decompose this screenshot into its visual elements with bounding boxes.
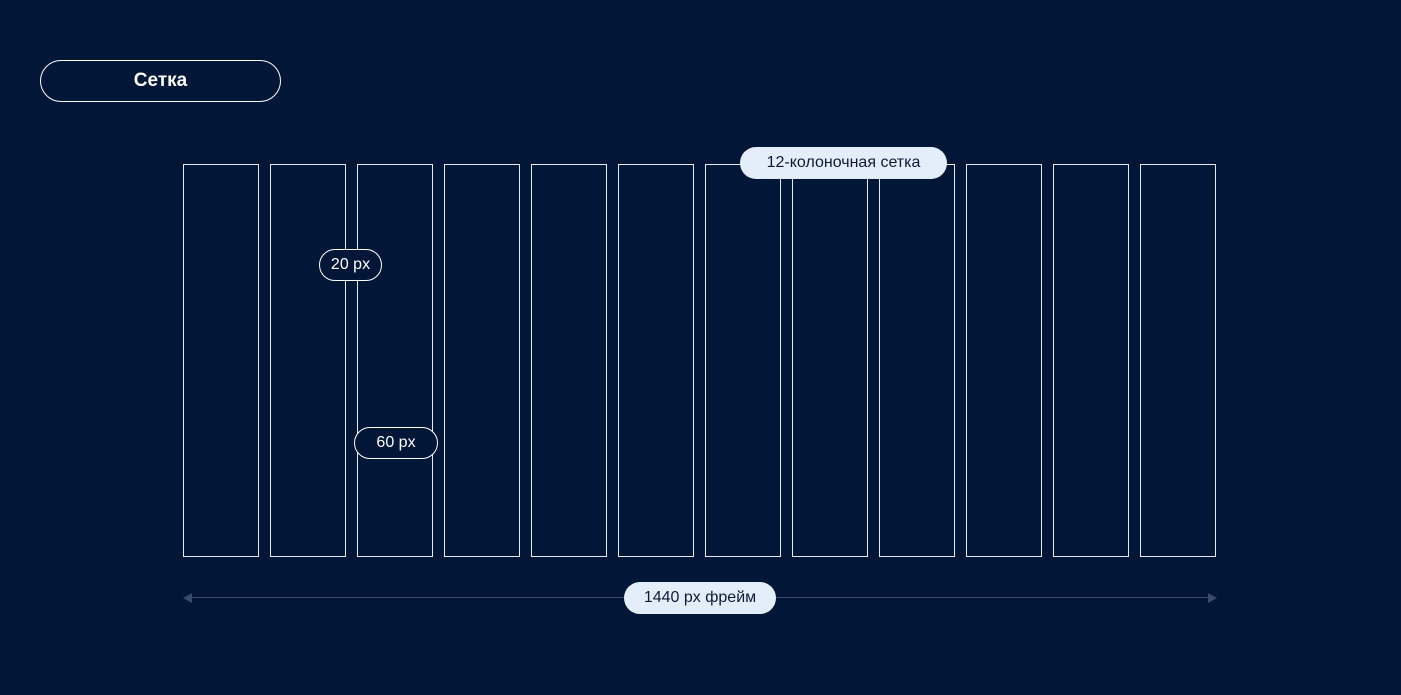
column-grid [183, 164, 1216, 557]
grid-column-10 [966, 164, 1042, 557]
frame-width-badge: 1440 px фрейм [624, 582, 776, 614]
arrow-left-icon [183, 593, 192, 603]
grid-column-8 [792, 164, 868, 557]
column-width-badge: 60 px [354, 427, 438, 459]
page-title: Сетка [40, 60, 281, 102]
grid-column-9 [879, 164, 955, 557]
grid-column-11 [1053, 164, 1129, 557]
grid-column-1 [183, 164, 259, 557]
gutter-width-badge: 20 px [319, 249, 382, 281]
grid-column-3 [357, 164, 433, 557]
arrow-right-icon [1208, 593, 1217, 603]
grid-column-12 [1140, 164, 1216, 557]
grid-column-2 [270, 164, 346, 557]
grid-column-7 [705, 164, 781, 557]
grid-column-5 [531, 164, 607, 557]
grid-label-badge: 12-колоночная сетка [740, 147, 947, 179]
grid-column-4 [444, 164, 520, 557]
grid-column-6 [618, 164, 694, 557]
